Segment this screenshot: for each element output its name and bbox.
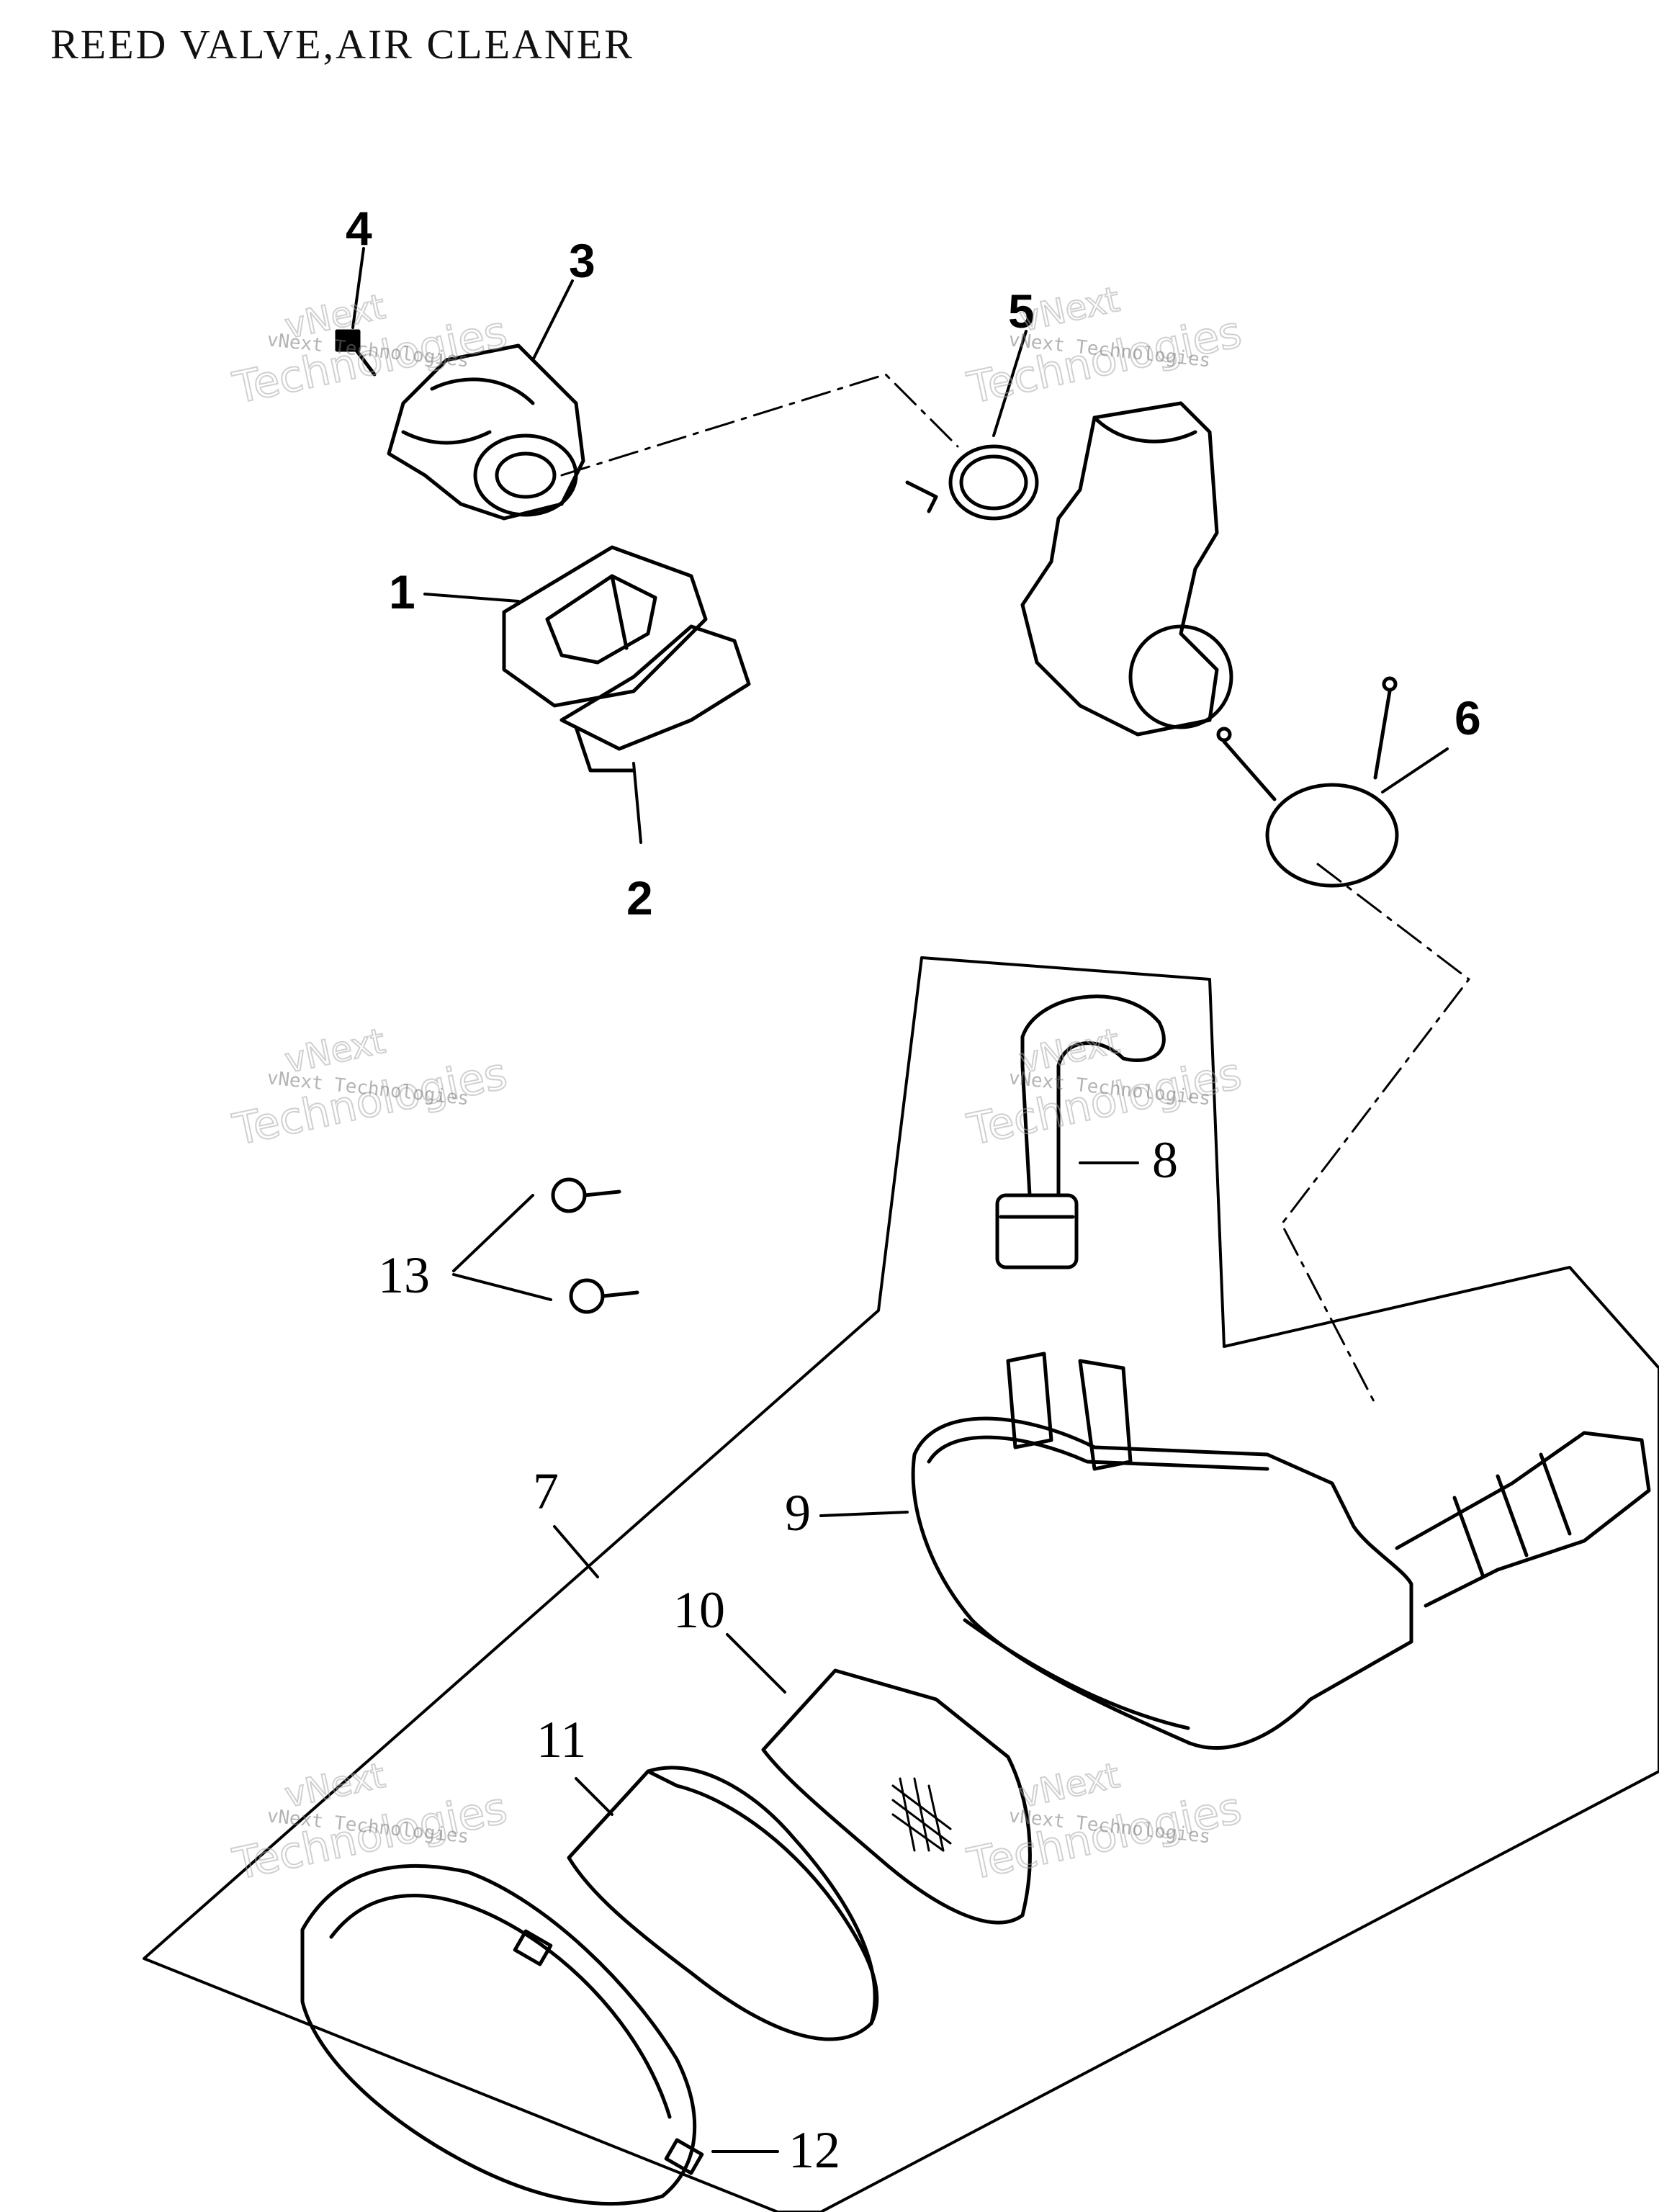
callout-2: 2 xyxy=(626,871,653,925)
callout-9: 9 xyxy=(785,1484,811,1542)
part-3-intake-manifold xyxy=(387,343,585,521)
callout-11: 11 xyxy=(536,1711,586,1768)
watermark-2: Technologies vNext vNext Technologies xyxy=(963,279,1247,415)
callout-4: 4 xyxy=(346,202,372,255)
part-2-gasket xyxy=(559,624,751,773)
part-8-breather-tube xyxy=(995,994,1166,1269)
watermark-3: Technologies vNext vNext Technologies xyxy=(228,1020,513,1156)
callout-10: 10 xyxy=(673,1581,725,1639)
part-7-kit-outline xyxy=(143,956,1659,2212)
callout-8: 8 xyxy=(1152,1131,1178,1189)
callout-5: 5 xyxy=(1008,284,1035,338)
svg-text:Technologies: Technologies xyxy=(229,1048,512,1156)
part-13-bolts xyxy=(551,1177,639,1314)
part-5-clamp xyxy=(905,444,1039,521)
part-4-screw xyxy=(335,329,377,377)
watermark-6: Technologies vNext vNext Technologies xyxy=(963,1755,1247,1891)
part-9-air-cleaner-case xyxy=(911,1352,1651,1750)
part-12-cover xyxy=(300,1863,704,2206)
diagram-title: REED VALVE,AIR CLEANER xyxy=(50,21,634,68)
part-10-filter-screen xyxy=(761,1668,1032,1925)
callout-6: 6 xyxy=(1455,691,1481,745)
callout-labels: 4 3 5 1 2 6 7 8 9 10 11 12 13 xyxy=(346,202,1481,2179)
watermark-1: Technologies vNext vNext Technologies xyxy=(228,286,513,415)
callout-12: 12 xyxy=(788,2121,840,2179)
part-1-reed-valve xyxy=(502,545,708,708)
watermark-5: Technologies vNext vNext Technologies xyxy=(228,1755,513,1891)
watermark-4: Technologies vNext vNext Technologies xyxy=(963,1020,1247,1156)
callout-1: 1 xyxy=(389,565,415,619)
intake-boot xyxy=(1020,401,1233,737)
callout-3: 3 xyxy=(569,234,595,287)
callout-7: 7 xyxy=(533,1462,559,1520)
leader-lines xyxy=(351,247,1449,2153)
part-11-foam-element xyxy=(567,1766,879,2041)
svg-text:vNext: vNext xyxy=(282,1755,389,1816)
watermarks: Technologies vNext vNext Technologies Te… xyxy=(228,279,1247,1891)
svg-text:vNext: vNext xyxy=(1016,1755,1123,1816)
part-6-clamp-ring xyxy=(1216,676,1399,888)
connection-lines xyxy=(560,373,1470,1406)
callout-13: 13 xyxy=(378,1246,430,1304)
